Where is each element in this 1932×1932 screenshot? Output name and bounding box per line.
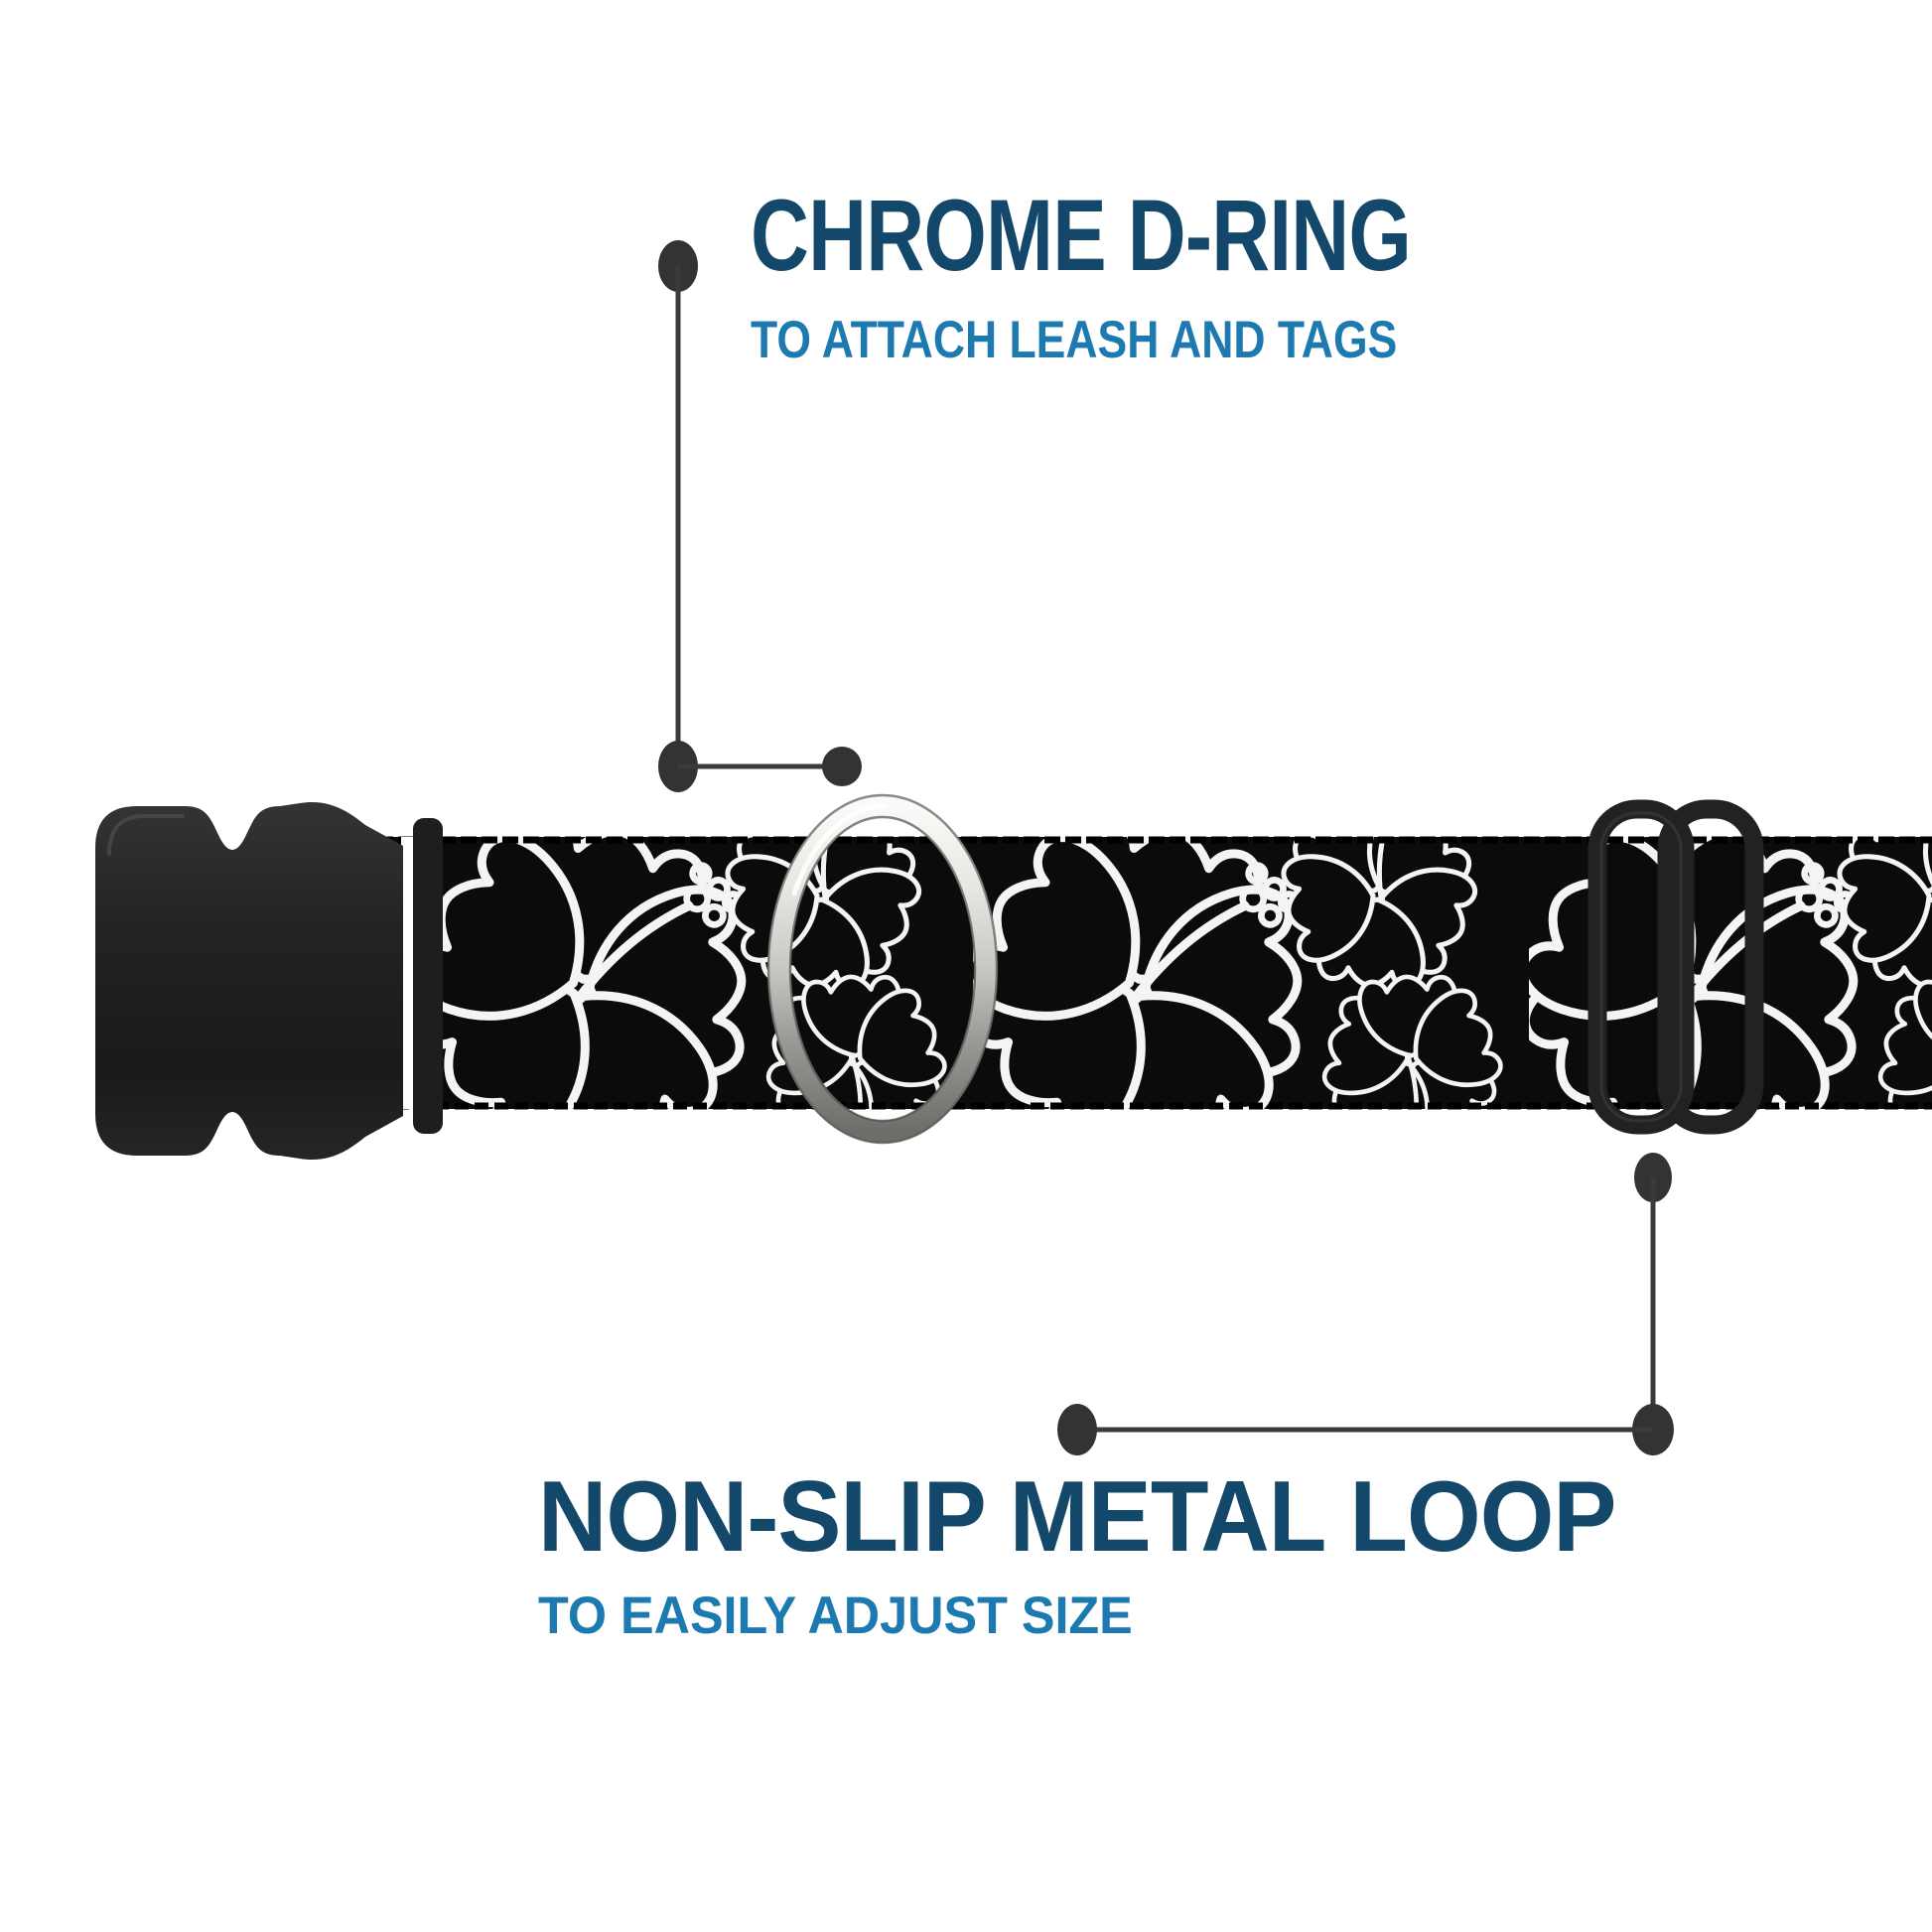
loop-subtitle: TO EASILY ADJUST SIZE — [538, 1587, 1133, 1645]
buckle-part — [95, 801, 443, 1161]
dring-subtitle: TO ATTACH LEASH AND TAGS — [751, 311, 1398, 369]
dring-title: CHROME D-RING — [751, 179, 1412, 292]
dring-callout-text: CHROME D-RING TO ATTACH LEASH AND TAGS — [751, 185, 1576, 366]
d-ring-inner-rim — [788, 815, 977, 1123]
adjuster-loop-part — [1587, 799, 1764, 1135]
loop-callout-text: NON-SLIP METAL LOOP TO EASILY ADJUST SIZ… — [538, 1461, 1673, 1645]
buckle-strap-gap — [401, 837, 415, 1109]
chrome-d-ring-part — [766, 793, 999, 1145]
loop-callout-lines — [1057, 1153, 1674, 1455]
adjuster-right-loop — [1657, 799, 1764, 1135]
loop-title: NON-SLIP METAL LOOP — [538, 1461, 1616, 1573]
d-ring-outer-rim — [766, 793, 999, 1145]
d-ring-highlight — [791, 803, 886, 897]
dring-callout-lines — [658, 240, 862, 792]
loop-callout-dot-end — [1057, 1404, 1097, 1455]
buckle-body — [95, 801, 403, 1161]
adjuster-highlight — [1599, 811, 1683, 1123]
buckle-highlight — [107, 814, 185, 856]
dring-callout-dot-end — [822, 747, 862, 786]
adjuster-left-loop — [1587, 799, 1695, 1135]
buckle-right-bar — [413, 818, 443, 1134]
